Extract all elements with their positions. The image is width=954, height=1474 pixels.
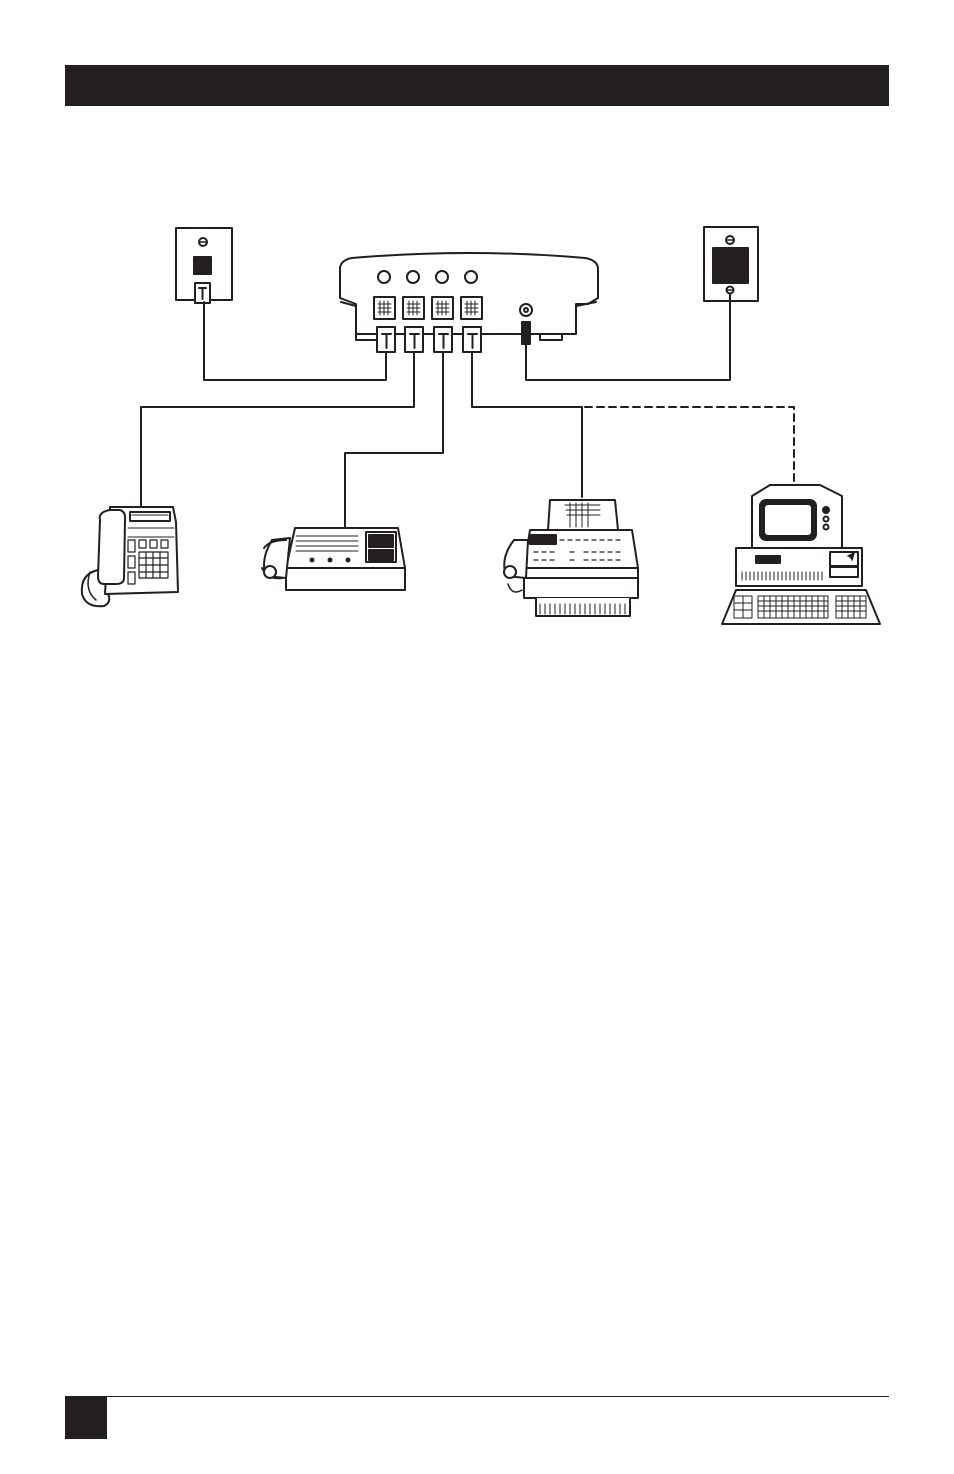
wire-switch-to-computer-optional	[585, 407, 794, 485]
wire-switch-to-answering-machine	[345, 352, 443, 528]
connection-diagram	[0, 0, 954, 700]
power-outlet-icon	[704, 227, 758, 301]
footer-page-block	[65, 1397, 107, 1439]
wire-switch-to-telephone	[141, 352, 414, 506]
computer-icon	[722, 485, 880, 624]
wall-phone-jack-icon	[176, 228, 232, 303]
telephone-icon	[82, 507, 178, 606]
switch-box-icon	[340, 253, 598, 352]
footer-rule	[65, 1396, 889, 1397]
fax-machine-icon	[504, 500, 638, 616]
answering-machine-icon	[262, 528, 405, 590]
